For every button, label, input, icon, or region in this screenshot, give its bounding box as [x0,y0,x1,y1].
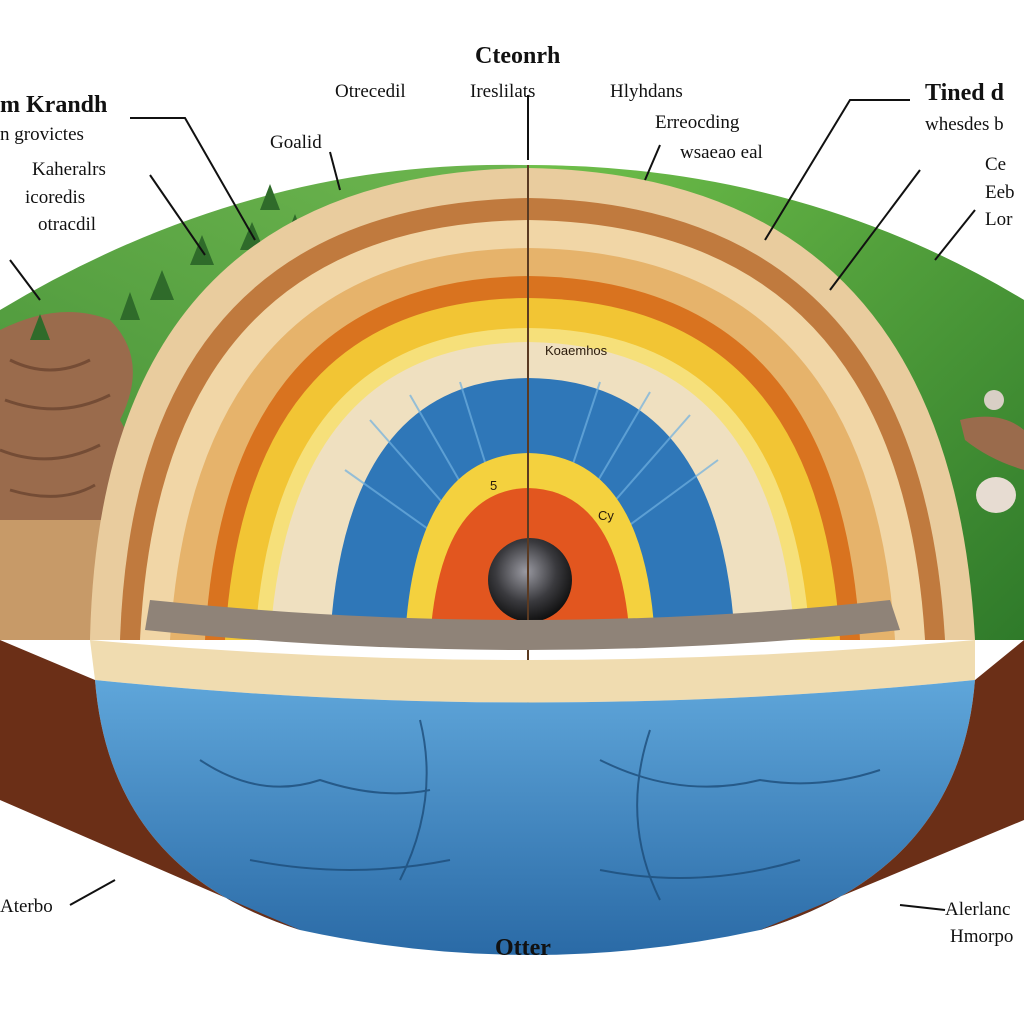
label-right-title: Tined d [925,80,1005,106]
leader-lines [9,95,976,911]
label-right-c: Lor [985,209,1013,230]
front-cream-band [90,640,975,703]
label-right-sub: whesdes b [925,114,1004,135]
ocean-cracks [199,719,881,901]
bowl-right-edge [760,640,1024,930]
label-upper-left-a: m Krandh [0,92,107,118]
label-bottom-right-b: Hmorpo [950,926,1013,947]
label-right-a: Ce [985,154,1006,175]
label-top-right: Hlyhdans [610,81,683,102]
right-dirt [960,416,1024,470]
label-top-title: Cteonrh [475,43,560,69]
label-right-mid-a: Erreocding [655,112,740,133]
label-left-a: Kaheralrs [32,159,106,180]
rock-streaks [0,358,111,498]
label-top-left: Otrecedil [335,81,406,102]
bowl-left-edge [0,640,300,930]
label-right-b: Eeb [985,182,1015,203]
label-inner-core-a: Cy [598,508,614,523]
label-left-b: icoredis [25,187,85,208]
label-top-mid: Ireslilats [470,81,535,102]
ocean-bowl [95,680,975,955]
label-left-top: Goalid [270,132,322,153]
label-upper-left-b: n grovictes [0,124,84,145]
label-inner-core-b: 5 [490,478,497,493]
center-core [488,538,572,622]
label-bottom-center: Otter [495,935,551,961]
label-left-c: otracdil [38,214,96,235]
boulder-icon [976,477,1016,513]
boulder-icon [984,390,1004,410]
soil-ground [0,520,118,640]
label-bottom-left: Aterbo [0,896,53,917]
rocky-terrain [0,312,133,560]
front-rock-band [145,600,900,650]
label-inner-mantle: Koaemhos [545,343,608,358]
label-right-mid-b: wsaeao eal [680,142,763,163]
label-bottom-right-a: Alerlanc [945,899,1010,920]
